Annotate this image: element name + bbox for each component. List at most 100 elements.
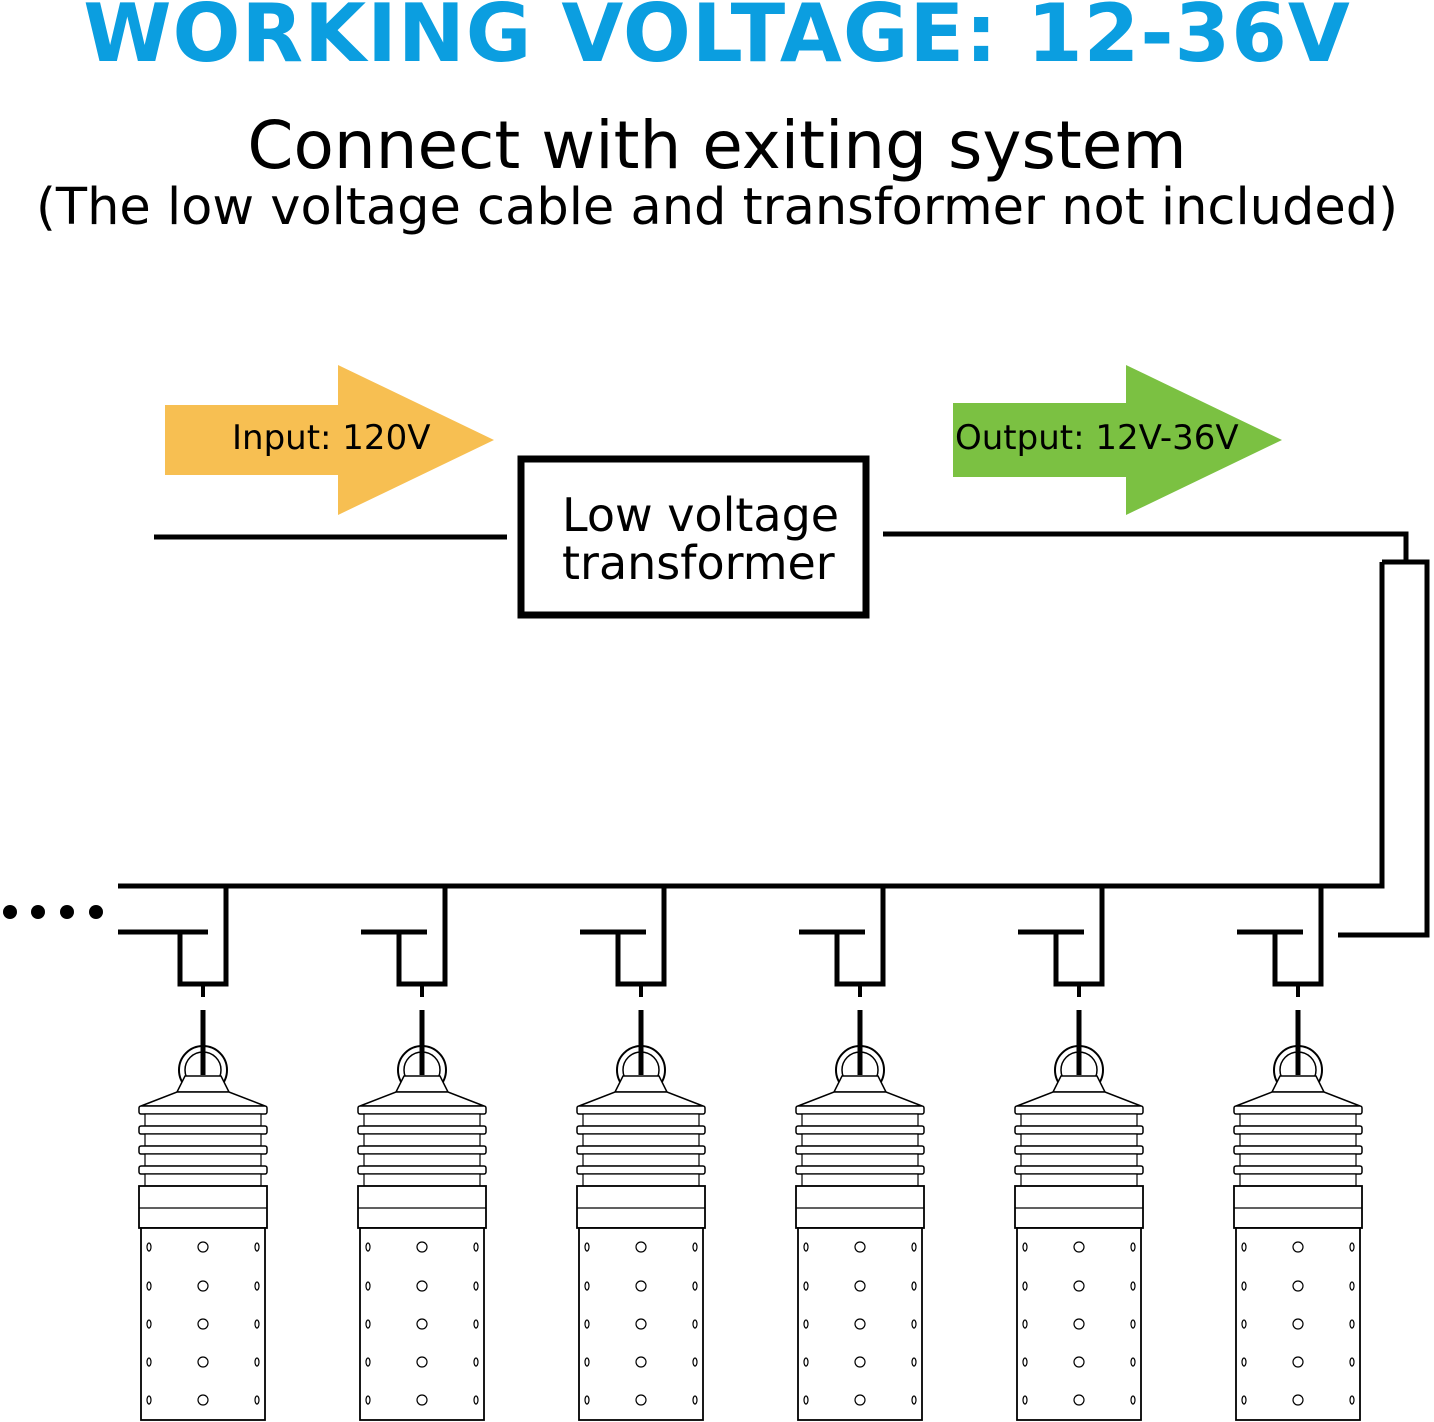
heatsink-fin — [1233, 1165, 1363, 1175]
transformer-label-line1: Low voltage — [562, 488, 839, 542]
output-arrow: Output: 12V-36V — [953, 365, 1282, 515]
led-dot — [416, 1394, 428, 1406]
connector-loop — [1053, 886, 1105, 987]
led-side — [254, 1395, 260, 1405]
led-side — [1349, 1357, 1355, 1367]
led-dot — [635, 1241, 647, 1253]
led-side — [1130, 1395, 1136, 1405]
led-side — [692, 1395, 698, 1405]
led-dot — [854, 1318, 866, 1330]
led-side — [365, 1242, 371, 1252]
led-side — [692, 1281, 698, 1291]
heatsink-fin — [357, 1105, 487, 1115]
heatsink-fin — [795, 1125, 925, 1135]
lamp-unit — [118, 886, 268, 1421]
heatsink-fin — [795, 1105, 925, 1115]
led-side — [803, 1357, 809, 1367]
heatsink-core — [582, 1153, 700, 1167]
heatsink-core — [144, 1153, 262, 1167]
led-dot — [1292, 1356, 1304, 1368]
heatsink-fin — [795, 1145, 925, 1155]
heatsink-fin — [1014, 1105, 1144, 1115]
lamp-unit — [357, 886, 487, 1421]
led-side — [1130, 1281, 1136, 1291]
lamp-cap — [797, 1091, 923, 1107]
lamp-group — [118, 886, 1363, 1421]
heatsink-core — [1239, 1133, 1357, 1147]
led-side — [1130, 1242, 1136, 1252]
lamp-neck — [613, 1075, 669, 1093]
led-dot — [1292, 1318, 1304, 1330]
led-side — [911, 1357, 917, 1367]
lamp-cap — [1235, 1091, 1361, 1107]
led-side — [1241, 1281, 1247, 1291]
lamp-body — [578, 1227, 704, 1421]
led-dot — [416, 1318, 428, 1330]
heatsink-fin — [1014, 1145, 1144, 1155]
led-side — [365, 1357, 371, 1367]
led-dot — [197, 1241, 209, 1253]
lamp-neck — [832, 1075, 888, 1093]
led-side — [146, 1395, 152, 1405]
transformer-label-line2: transformer — [562, 536, 835, 590]
led-side — [1130, 1357, 1136, 1367]
heatsink-core — [1020, 1153, 1138, 1167]
heatsink-fin — [795, 1165, 925, 1175]
led-dot — [635, 1394, 647, 1406]
heatsink-fin — [138, 1145, 268, 1155]
led-side — [254, 1357, 260, 1367]
lamp-neck — [175, 1075, 231, 1093]
led-side — [1349, 1319, 1355, 1329]
led-dot — [197, 1394, 209, 1406]
led-side — [911, 1281, 917, 1291]
page-subtitle: Connect with exiting system — [247, 107, 1187, 184]
led-side — [1241, 1242, 1247, 1252]
led-side — [1022, 1281, 1028, 1291]
lamp-body — [359, 1227, 485, 1421]
heatsink-core — [363, 1173, 481, 1187]
lamp-cap — [1016, 1091, 1142, 1107]
heatsink-fin — [576, 1165, 706, 1175]
led-side — [473, 1281, 479, 1291]
led-side — [365, 1319, 371, 1329]
led-side — [1022, 1357, 1028, 1367]
led-side — [254, 1242, 260, 1252]
led-side — [254, 1319, 260, 1329]
led-side — [803, 1281, 809, 1291]
connector-loop — [396, 886, 448, 987]
led-side — [911, 1395, 917, 1405]
heatsink-fin — [357, 1125, 487, 1135]
lamp-cap — [140, 1091, 266, 1107]
output-arrow-label: Output: 12V-36V — [955, 418, 1239, 458]
led-side — [803, 1319, 809, 1329]
connector-loop — [615, 886, 667, 987]
heatsink-fin — [576, 1125, 706, 1135]
lamp-neck — [1270, 1075, 1326, 1093]
main-bus-upper — [118, 562, 1385, 889]
heatsink-core — [363, 1113, 481, 1127]
led-side — [803, 1242, 809, 1252]
output-cable — [118, 531, 1430, 938]
led-dot — [1073, 1356, 1085, 1368]
heatsink-core — [582, 1133, 700, 1147]
lamp-collar — [795, 1185, 925, 1229]
led-dot — [635, 1318, 647, 1330]
led-side — [1241, 1319, 1247, 1329]
heatsink-core — [1020, 1173, 1138, 1187]
heatsink-fin — [1014, 1125, 1144, 1135]
heatsink-core — [1239, 1113, 1357, 1127]
led-dot — [854, 1356, 866, 1368]
led-side — [473, 1242, 479, 1252]
led-side — [1241, 1395, 1247, 1405]
heatsink-core — [801, 1133, 919, 1147]
led-dot — [1073, 1241, 1085, 1253]
heatsink-core — [801, 1113, 919, 1127]
led-side — [473, 1357, 479, 1367]
heatsink-core — [1239, 1173, 1357, 1187]
led-side — [146, 1281, 152, 1291]
input-arrow-shape — [165, 365, 494, 515]
led-side — [1022, 1395, 1028, 1405]
heatsink-fin — [1014, 1165, 1144, 1175]
lamp-collar — [138, 1185, 268, 1229]
